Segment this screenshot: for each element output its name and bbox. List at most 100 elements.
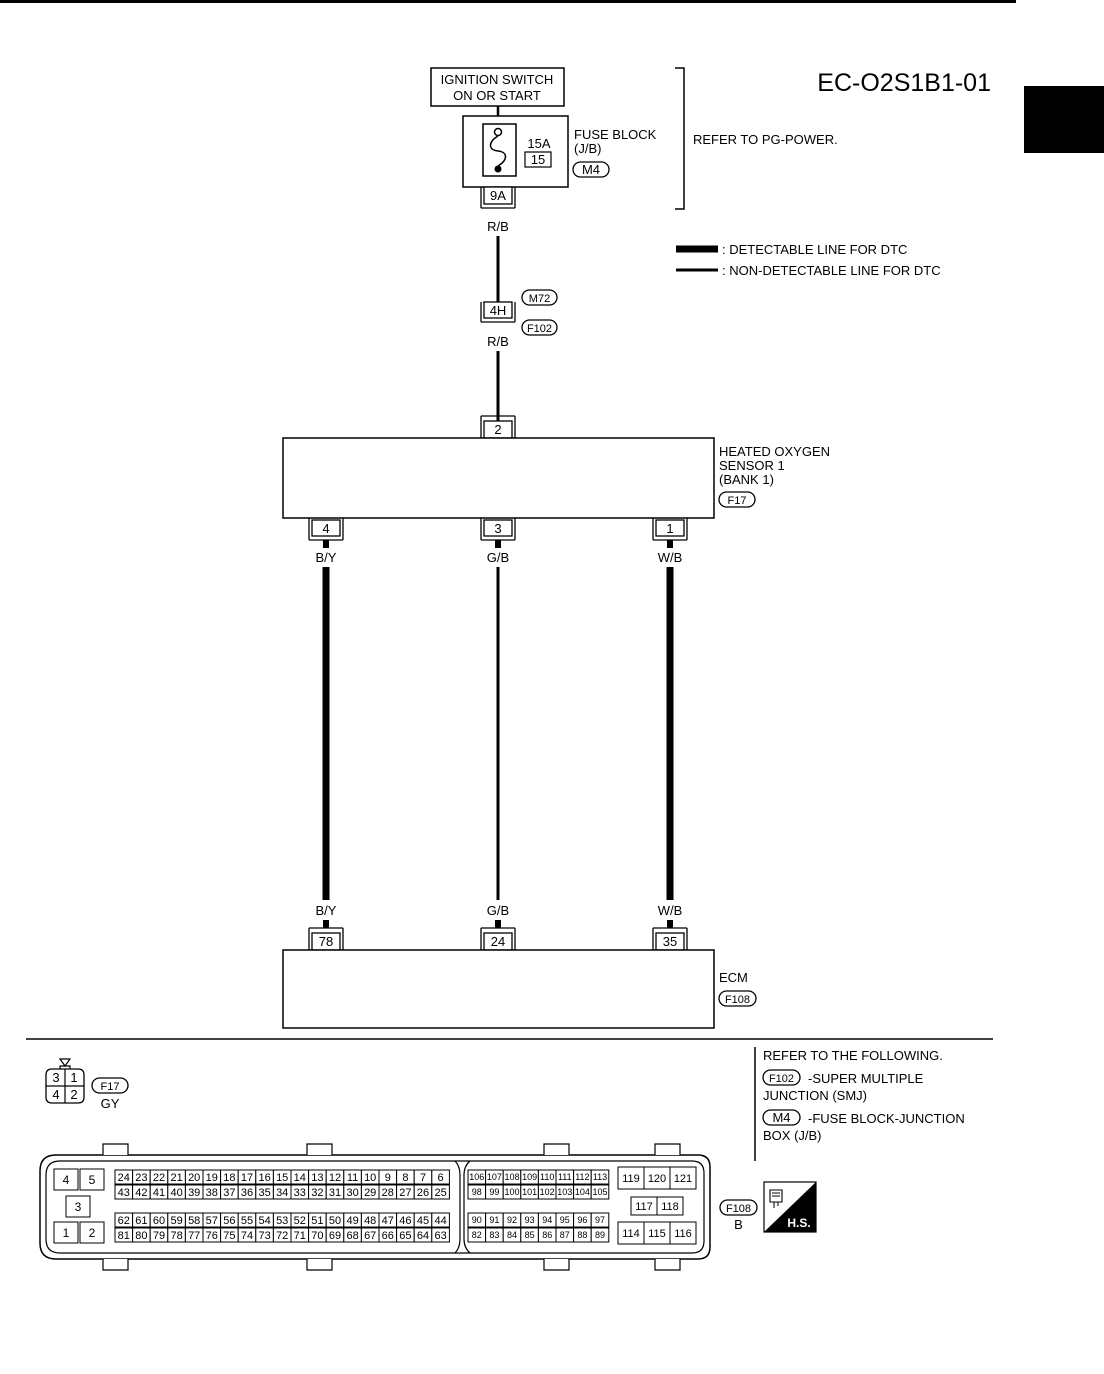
f108-pin-number: 4 xyxy=(63,1173,70,1187)
f108-pin-number: 23 xyxy=(135,1172,147,1184)
f108-pin-number: 104 xyxy=(575,1187,590,1197)
ecm-terminal-number: 78 xyxy=(319,934,333,949)
f108-pin-number: 40 xyxy=(170,1187,182,1199)
f108-pin-number: 101 xyxy=(522,1187,537,1197)
heated-oxygen-sensor xyxy=(282,437,715,519)
f108-pin-number: 58 xyxy=(188,1215,200,1227)
f108-pin-number: 84 xyxy=(507,1230,517,1240)
refer-f102-badge xyxy=(762,1069,801,1086)
f108-pin xyxy=(431,1227,450,1243)
legend-non-detectable: : NON-DETECTABLE LINE FOR DTC xyxy=(722,263,941,278)
f108-pin-number: 114 xyxy=(622,1228,640,1240)
f108-pin-number: 19 xyxy=(206,1172,218,1184)
f108-pin-number: 52 xyxy=(294,1215,306,1227)
f108-pin-number: 33 xyxy=(294,1187,306,1199)
sensor-label-line3: (BANK 1) xyxy=(719,472,774,487)
refer-item2-line2: BOX (J/B) xyxy=(763,1128,822,1143)
f108-pin-number: 60 xyxy=(153,1215,165,1227)
fuse-block: 15A 15 9A xyxy=(462,115,569,209)
f108-pin-number: 37 xyxy=(223,1187,235,1199)
f17-pin: 2 xyxy=(70,1087,77,1102)
fuse-terminal-icon xyxy=(494,165,502,173)
wire-color-bottom: G/B xyxy=(487,903,509,918)
f108-pin-number: 97 xyxy=(595,1215,605,1225)
f108-pin-number: 10 xyxy=(364,1172,376,1184)
f108-pin-number: 6 xyxy=(438,1172,444,1184)
f108-pin-number: 14 xyxy=(294,1172,306,1184)
f17-connector-face: 3 1 4 2 xyxy=(45,1058,85,1104)
refer-f102-label: F102 xyxy=(769,1073,794,1085)
connector-tab xyxy=(543,1143,570,1155)
f108-pin-number: 21 xyxy=(170,1172,182,1184)
wire-rb-label-mid: R/B xyxy=(487,334,509,349)
refer-item1-line1: -SUPER MULTIPLE xyxy=(808,1071,924,1086)
f108-pin-number: 28 xyxy=(382,1187,394,1199)
f108-pin-number: 70 xyxy=(311,1230,323,1242)
ecm-terminal-number: 24 xyxy=(491,934,505,949)
f108-pin xyxy=(79,1221,105,1244)
f108-pin-number: 109 xyxy=(522,1172,537,1182)
f108-pin-number: 50 xyxy=(329,1215,341,1227)
f108-face-badge xyxy=(719,1199,758,1216)
fuse-terminal-9a: 9A xyxy=(490,188,506,203)
f108-pin-number: 20 xyxy=(188,1172,200,1184)
f108-pin xyxy=(53,1168,79,1191)
fuse-number: 15 xyxy=(531,152,545,167)
f108-pin xyxy=(53,1221,79,1244)
sensor-circuit-1: 1W/BW/B35O2SFR xyxy=(648,518,692,966)
sensor-top-terminal: 2 xyxy=(480,415,516,439)
f108-pin-number: 65 xyxy=(399,1230,411,1242)
f108-pin-number: 86 xyxy=(542,1230,552,1240)
f108-pin-number: 41 xyxy=(153,1187,165,1199)
f108-pin-number: 38 xyxy=(206,1187,218,1199)
junction-terminal: 4H xyxy=(490,303,507,318)
f108-pin-number: 83 xyxy=(489,1230,499,1240)
wire-color-bottom: W/B xyxy=(658,903,683,918)
f108-pin-number: 9 xyxy=(385,1172,391,1184)
f108-pin-number: 80 xyxy=(135,1230,147,1242)
f108-pin xyxy=(431,1169,450,1185)
sensor-label-line2: SENSOR 1 xyxy=(719,458,785,473)
refer-item1-line2: JUNCTION (SMJ) xyxy=(763,1088,867,1103)
f108-pin-number: 27 xyxy=(399,1187,411,1199)
sensor-terminal-number: 3 xyxy=(494,521,501,536)
f108-pin-number: 113 xyxy=(593,1172,607,1182)
f108-pin-number: 2 xyxy=(89,1226,96,1240)
connector-f108-label: F108 xyxy=(725,994,750,1006)
f108-pin-number: 34 xyxy=(276,1187,288,1199)
f108-pin-number: 31 xyxy=(329,1187,341,1199)
f108-pin-number: 48 xyxy=(364,1215,376,1227)
ecm-box xyxy=(282,949,715,1029)
f108-pin-number: 17 xyxy=(241,1172,253,1184)
f108-pin-number: 8 xyxy=(402,1172,408,1184)
f108-pin-number: 91 xyxy=(489,1215,499,1225)
f108-pin xyxy=(669,1221,697,1245)
f108-pin-number: 15 xyxy=(276,1172,288,1184)
f108-pin-number: 118 xyxy=(661,1201,679,1213)
f108-pin-number: 116 xyxy=(674,1228,692,1240)
f108-pin-number: 71 xyxy=(294,1230,306,1242)
f108-pin-number: 107 xyxy=(487,1172,502,1182)
f108-pin-number: 110 xyxy=(540,1172,554,1182)
f108-pin-number: 32 xyxy=(311,1187,323,1199)
f108-pin-number: 77 xyxy=(188,1230,200,1242)
ecm-label: ECM xyxy=(719,970,748,985)
f108-pin-number: 94 xyxy=(542,1215,552,1225)
f108-pin-number: 90 xyxy=(472,1215,482,1225)
wire-color-bottom: B/Y xyxy=(316,903,337,918)
f108-pin-number: 95 xyxy=(560,1215,570,1225)
f108-pin-number: 79 xyxy=(153,1230,165,1242)
f17-face-badge xyxy=(91,1077,129,1094)
f108-pin-number: 64 xyxy=(417,1230,429,1242)
connector-m4-badge xyxy=(572,161,610,178)
connector-tab xyxy=(654,1143,681,1155)
fuse-amp: 15A xyxy=(527,136,550,151)
f108-pin-number: 74 xyxy=(241,1230,253,1242)
diagram-code: EC-O2S1B1-01 xyxy=(817,69,991,97)
f108-pin-number: 18 xyxy=(223,1172,235,1184)
f108-pin-number: 103 xyxy=(557,1187,572,1197)
f108-pin-number: 73 xyxy=(258,1230,270,1242)
fuse-terminal-icon xyxy=(493,127,503,137)
f108-pin-number: 12 xyxy=(329,1172,341,1184)
f108-pin-number: 29 xyxy=(364,1187,376,1199)
